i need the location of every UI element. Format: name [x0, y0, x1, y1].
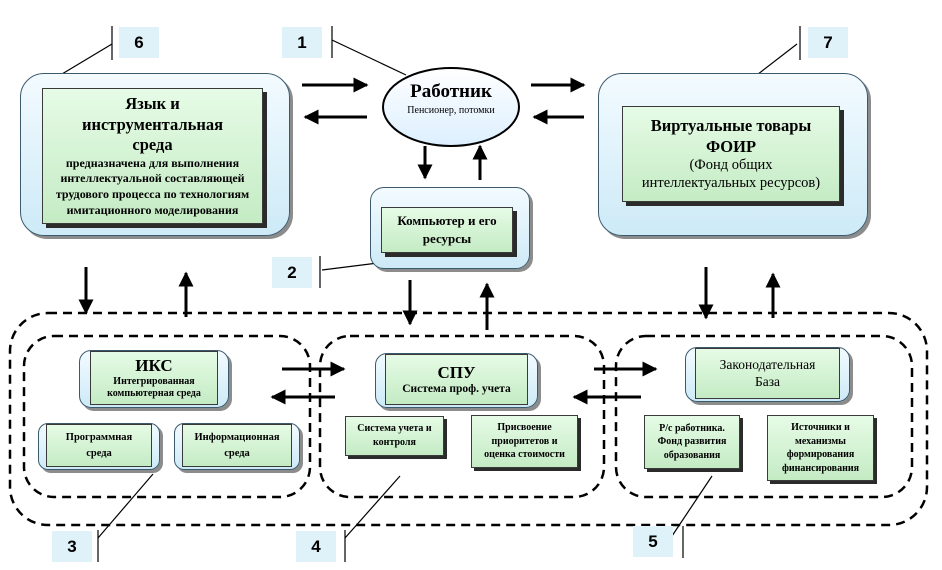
iks-subtitle: Интегрированная компьютерная среда	[107, 376, 201, 400]
spu-box: СПУ Система проф. учета	[385, 354, 528, 405]
leader-3	[97, 473, 154, 539]
worker-subtitle: Пенсионер, потомки	[407, 104, 495, 116]
iks-dashed-frame	[22, 334, 312, 499]
iks-box: ИКС Интегрированная компьютерная среда	[90, 351, 218, 405]
label-5: 5	[633, 526, 673, 557]
label-3: 3	[52, 531, 92, 562]
priority-box: Присвоение приоритетов и оценка стоимост…	[471, 415, 578, 468]
lang-env-title: Язык и инструментальная среда	[81, 93, 224, 155]
lang-env-text: предназначена для выполнения интеллектуа…	[55, 155, 250, 217]
label-1: 1	[282, 27, 322, 58]
info-env-box: Информационная среда	[182, 424, 292, 467]
accounting-box: Система учета и контроля	[345, 416, 444, 456]
lang-env-box: Язык и инструментальная среда предназнач…	[42, 88, 263, 224]
label-7: 7	[808, 27, 848, 58]
program-env-box: Программная среда	[46, 424, 152, 467]
leader-5	[671, 475, 713, 537]
info-env-title: Информационная среда	[194, 432, 280, 459]
legal-box: Законодательная База	[695, 348, 840, 399]
spu-title: СПУ	[437, 362, 476, 382]
leader-2	[321, 262, 379, 271]
accounting-title: Система учета и контроля	[357, 422, 432, 449]
spu-dashed-frame	[318, 334, 606, 499]
worker-account-title: Р/с работника. Фонд развития образования	[657, 422, 727, 461]
legal-dashed-frame	[614, 334, 914, 499]
spu-subtitle: Система проф. учета	[402, 382, 511, 395]
label-2: 2	[272, 257, 312, 288]
priority-title: Присвоение приоритетов и оценка стоимост…	[484, 422, 565, 461]
leader-4	[344, 475, 401, 539]
label-4: 4	[296, 531, 336, 562]
worker-ellipse	[382, 67, 520, 147]
label-6: 6	[119, 27, 159, 58]
worker-node: Работник Пенсионер, потомки	[385, 81, 517, 130]
virtual-goods-title: Виртуальные товары ФОИР	[650, 115, 812, 156]
leader-1	[331, 39, 407, 76]
worker-title: Работник	[410, 81, 492, 102]
financing-box: Источники и механизмы формирования финан…	[767, 415, 874, 481]
financing-title: Источники и механизмы формирования финан…	[781, 422, 860, 474]
virtual-goods-text: (Фонд общих интеллектуальных ресурсов)	[641, 157, 821, 191]
program-env-title: Программная среда	[65, 432, 133, 459]
computer-box: Компьютер и его ресурсы	[381, 207, 513, 253]
legal-title: Законодательная База	[719, 356, 816, 389]
virtual-goods-box: Виртуальные товары ФОИР (Фонд общих инте…	[622, 106, 840, 202]
worker-account-box: Р/с работника. Фонд развития образования	[644, 415, 740, 469]
iks-title: ИКС	[135, 355, 173, 375]
computer-title: Компьютер и его ресурсы	[397, 213, 497, 246]
big-dashed-frame	[8, 311, 929, 527]
